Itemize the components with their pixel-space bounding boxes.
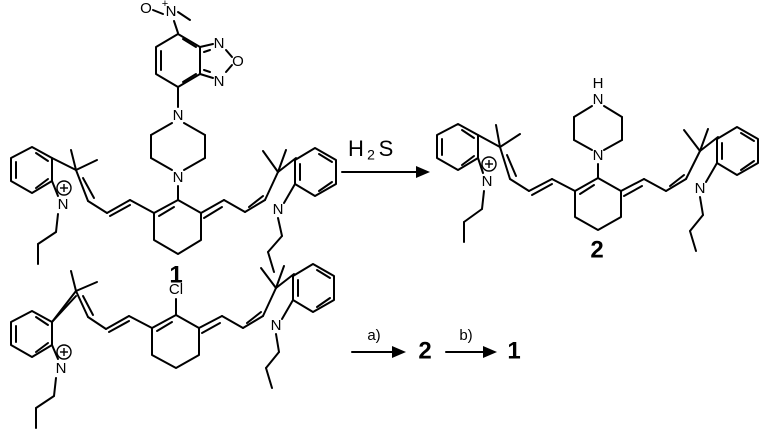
reagent-subscript-label: 2 (367, 147, 375, 163)
reagent-h-label: H (348, 136, 364, 161)
oxadiazole-n-bottom-label: N (214, 73, 225, 90)
indolium-n-left-label-2: N (482, 173, 493, 190)
indole-n-right-label-3: N (271, 317, 282, 334)
precursor-structure: Cl N (10, 263, 335, 429)
piperazine-n-top-label: N (173, 107, 184, 124)
oxadiazole-o-label: O (232, 53, 244, 70)
indolium-n-left-label-3: N (56, 360, 67, 377)
product-a-label: 2 (418, 337, 431, 364)
piperazine-n-bottom-label: N (173, 169, 184, 186)
reagent-s-label: S (379, 136, 394, 161)
compound-2-structure: H N N (436, 75, 759, 252)
oxadiazole-n-top-label: N (214, 35, 225, 52)
svg-text:+: + (162, 0, 168, 10)
indolium-n-left-label: N (58, 196, 69, 213)
piperazine-h-label: H (593, 75, 604, 92)
product-b-label: 1 (507, 337, 520, 364)
nitro-nitrogen-label: N (166, 3, 177, 20)
reaction-arrow-h2s: H 2 S (341, 136, 430, 178)
compound-2-label: 2 (590, 236, 603, 263)
step-b-label: b) (459, 327, 472, 344)
compound-1-label: 1 (169, 261, 182, 288)
step-a-label: a) (367, 327, 380, 344)
compound-1-structure: O N + N O N (10, 0, 337, 273)
piperazine-n-label: N (593, 147, 604, 164)
piperazine-nh-n-label: N (593, 91, 604, 108)
nitro-oxygen-label: O (140, 0, 152, 17)
indole-n-right-label: N (273, 201, 284, 218)
reaction-arrows-bottom: a) 2 b) 1 (351, 327, 521, 364)
indole-n-right-label-2: N (695, 180, 706, 197)
chlorine-label: Cl (169, 281, 183, 298)
